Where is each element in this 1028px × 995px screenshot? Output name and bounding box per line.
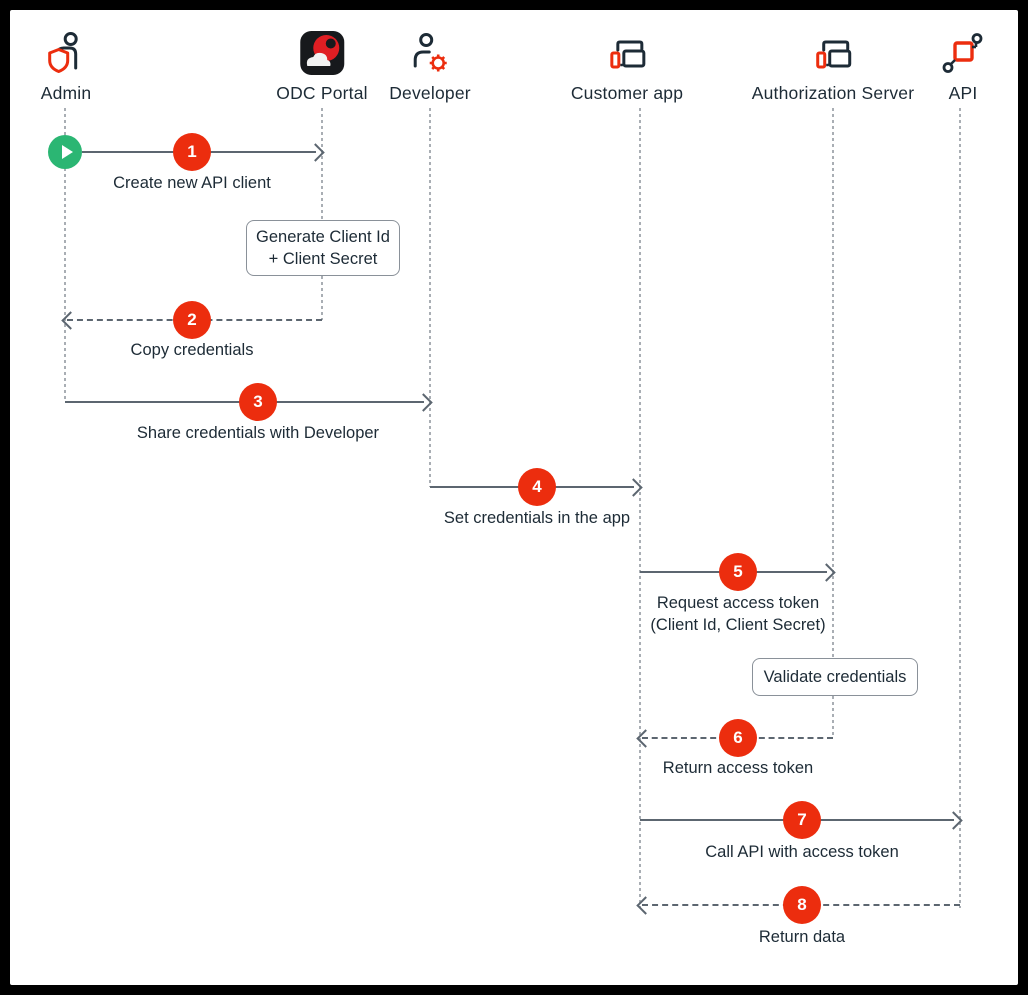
note-line: Generate Client Id (256, 228, 390, 246)
step-1-label: Create new API client (113, 174, 271, 192)
diagram-canvas (10, 10, 1018, 985)
step-7-number-badge: 7 (783, 801, 821, 839)
step-2-label: Copy credentials (130, 341, 254, 359)
admin-shield-icon (43, 30, 89, 76)
actor-customer-app: Customer app (571, 30, 683, 104)
step-6-number-badge: 6 (719, 719, 757, 757)
step-7-label: Call API with access token (705, 843, 899, 861)
lifeline-customer-app (639, 108, 641, 908)
step-8-number-badge: 8 (783, 886, 821, 924)
play-triangle-icon (61, 145, 73, 159)
step-5-label: Request access token (Client Id, Client … (650, 592, 825, 636)
lifeline-odc-portal (321, 108, 323, 320)
lifeline-api (959, 108, 961, 908)
actor-authorization-server: Authorization Server (752, 30, 915, 104)
note-validate-credentials: Validate credentials (752, 658, 918, 696)
actor-label-customer-app: Customer app (570, 83, 684, 103)
note-generate-credentials: Generate Client Id + Client Secret (246, 220, 400, 276)
start-play-icon (48, 135, 82, 169)
step-5-number-badge: 5 (719, 553, 757, 591)
lifeline-authorization-server (832, 108, 834, 738)
actor-label-developer: Developer (389, 83, 471, 103)
developer-gear-icon (407, 30, 453, 76)
step-8-label: Return data (758, 928, 846, 946)
actor-admin: Admin (41, 30, 92, 104)
step-4-number-badge: 4 (518, 468, 556, 506)
api-node-icon (940, 30, 986, 76)
step-2-number-badge: 2 (173, 301, 211, 339)
lifeline-admin (64, 108, 66, 402)
note-line: + Client Secret (268, 250, 378, 268)
actor-api: API (940, 30, 986, 104)
step-3-label: Share credentials with Developer (136, 424, 380, 442)
note-line: Validate credentials (763, 668, 907, 686)
actor-label-admin: Admin (40, 83, 92, 103)
step-3-number-badge: 3 (239, 383, 277, 421)
step-4-label: Set credentials in the app (443, 509, 631, 527)
odc-portal-icon (299, 30, 345, 76)
step-1-number-badge: 1 (173, 133, 211, 171)
lifeline-developer (429, 108, 431, 487)
devices-icon (810, 30, 856, 76)
actor-label-api: API (948, 83, 978, 103)
step-5-label-line2: (Client Id, Client Secret) (650, 616, 826, 634)
step-5-label-line1: Request access token (656, 594, 820, 612)
devices-icon (604, 30, 650, 76)
actor-label-odc-portal: ODC Portal (276, 83, 368, 103)
actor-developer: Developer (389, 30, 471, 104)
step-6-label: Return access token (662, 759, 814, 777)
actor-odc-portal: ODC Portal (276, 30, 368, 104)
actor-label-authorization-server: Authorization Server (751, 83, 915, 103)
